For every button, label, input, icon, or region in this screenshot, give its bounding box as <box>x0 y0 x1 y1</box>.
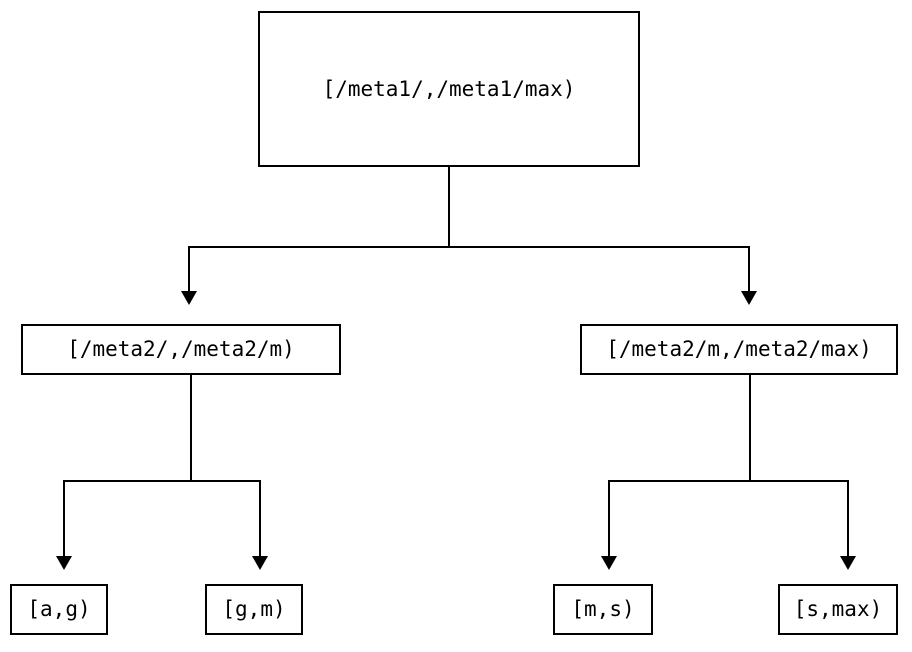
arrowhead-mid-right <box>741 291 757 305</box>
node-root[interactable]: [/meta1/,/meta1/max) <box>258 11 640 167</box>
edge-mid-right-to-leaf-3 <box>608 480 610 556</box>
edge-root-to-mid-right <box>748 246 750 291</box>
node-leaf-g-m-label: [g,m) <box>222 597 286 621</box>
node-leaf-a-g-label: [a,g) <box>27 597 91 621</box>
node-mid-left-label: [/meta2/,/meta2/m) <box>67 337 295 361</box>
edge-mid-left-to-leaf-1 <box>63 480 65 556</box>
edge-mid-right-stem <box>749 375 751 481</box>
arrowhead-mid-left <box>181 291 197 305</box>
node-leaf-m-s[interactable]: [m,s) <box>553 584 653 635</box>
arrowhead-leaf-g-m <box>252 556 268 570</box>
edge-mid-left-to-leaf-2 <box>259 480 261 556</box>
node-root-label: [/meta1/,/meta1/max) <box>322 76 576 101</box>
node-mid-right[interactable]: [/meta2/m,/meta2/max) <box>580 324 898 375</box>
edge-mid-right-to-leaf-4 <box>847 480 849 556</box>
node-leaf-g-m[interactable]: [g,m) <box>205 584 303 635</box>
arrowhead-leaf-a-g <box>56 556 72 570</box>
edge-root-stem <box>448 167 450 247</box>
node-leaf-m-s-label: [m,s) <box>571 597 635 621</box>
node-leaf-s-max-label: [s,max) <box>793 597 883 621</box>
edge-mid-left-crossbar <box>63 480 261 482</box>
node-leaf-s-max[interactable]: [s,max) <box>778 584 898 635</box>
edge-mid-right-crossbar <box>608 480 849 482</box>
node-mid-left[interactable]: [/meta2/,/meta2/m) <box>21 324 341 375</box>
node-mid-right-label: [/meta2/m,/meta2/max) <box>606 337 872 361</box>
edge-mid-left-stem <box>190 375 192 481</box>
arrowhead-leaf-m-s <box>601 556 617 570</box>
node-leaf-a-g[interactable]: [a,g) <box>10 584 108 635</box>
arrowhead-leaf-s-max <box>840 556 856 570</box>
edge-root-to-mid-left <box>188 246 190 291</box>
edge-root-crossbar <box>188 246 750 248</box>
